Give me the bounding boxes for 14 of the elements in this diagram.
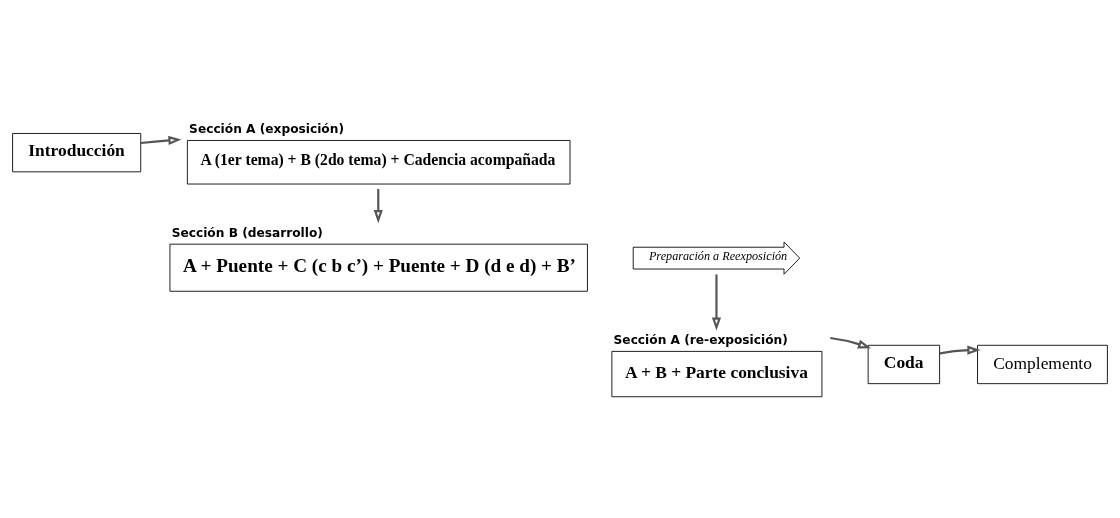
node-box: Complemento bbox=[977, 344, 1108, 385]
node-box: A + B + Parte conclusiva bbox=[611, 350, 823, 398]
node-box: Coda bbox=[867, 344, 941, 385]
arrow bbox=[939, 345, 981, 355]
arrow bbox=[830, 336, 872, 349]
node-label: Sección A (exposición) bbox=[189, 121, 345, 136]
node-box: A + Puente + C (c b c’) + Puente + D (d e d) + B’ bbox=[169, 243, 588, 292]
arrow bbox=[711, 274, 722, 331]
arrow bbox=[373, 188, 383, 224]
node-label: Sección A (re-exposición) bbox=[613, 332, 788, 347]
node-box: Introducción bbox=[12, 133, 142, 173]
node-label: Sección B (desarrollo) bbox=[171, 225, 323, 240]
arrow bbox=[140, 135, 182, 146]
node-box: A (1er tema) + B (2do tema) + Cadencia acompañada bbox=[186, 140, 571, 185]
